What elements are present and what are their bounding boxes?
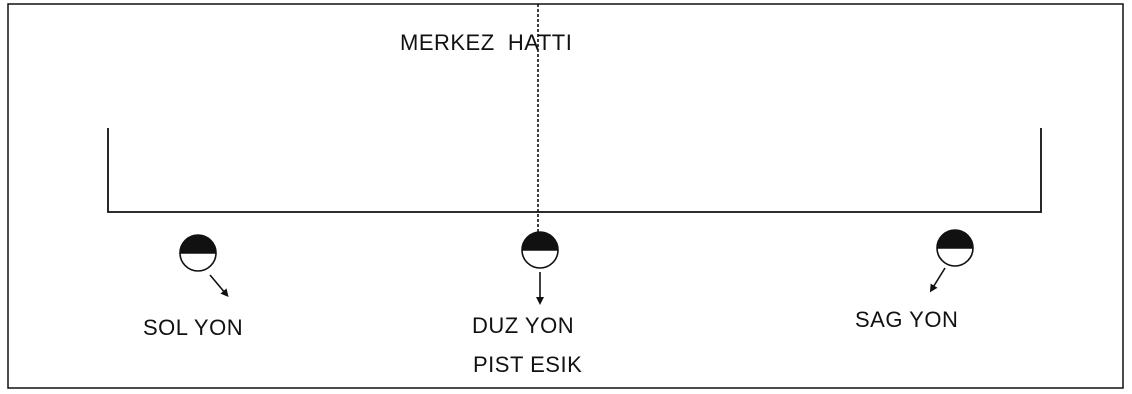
left-indicator-filled-half-icon	[180, 235, 216, 253]
threshold-bracket	[107, 128, 1042, 213]
right-indicator	[929, 229, 974, 293]
outer-frame	[7, 3, 1124, 389]
center-indicator	[521, 231, 559, 305]
left-direction-label: SOL YON	[143, 315, 244, 340]
right-direction-label: SAG YON	[855, 307, 959, 332]
center-indicator-filled-half-icon	[522, 232, 558, 250]
right-arrow-icon	[929, 267, 946, 293]
center-line-label: MERKEZ HATTI	[400, 30, 573, 55]
right-indicator-filled-half-icon	[937, 230, 973, 248]
left-indicator	[179, 234, 229, 298]
threshold-label: PIST ESIK	[473, 352, 583, 377]
straight-direction-label: DUZ YON	[472, 313, 575, 338]
left-arrow-icon	[209, 274, 229, 298]
